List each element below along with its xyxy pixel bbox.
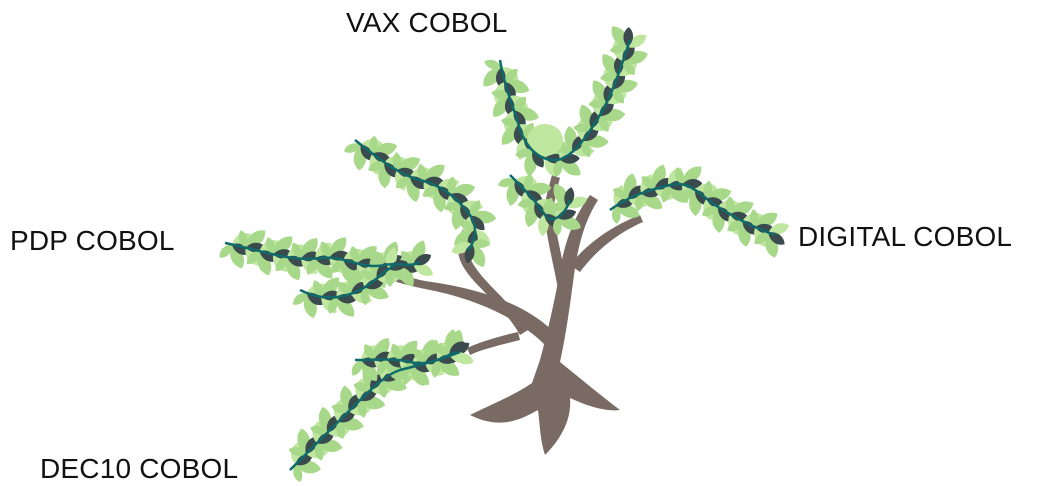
- branch-lower-left: [467, 332, 520, 355]
- label-dec10-cobol: DEC10 COBOL: [40, 453, 238, 485]
- label-pdp-cobol: PDP COBOL: [10, 225, 175, 257]
- label-vax-cobol: VAX COBOL: [346, 7, 508, 39]
- tree-trunk: [385, 175, 643, 455]
- label-digital-cobol: DIGITAL COBOL: [798, 221, 1012, 253]
